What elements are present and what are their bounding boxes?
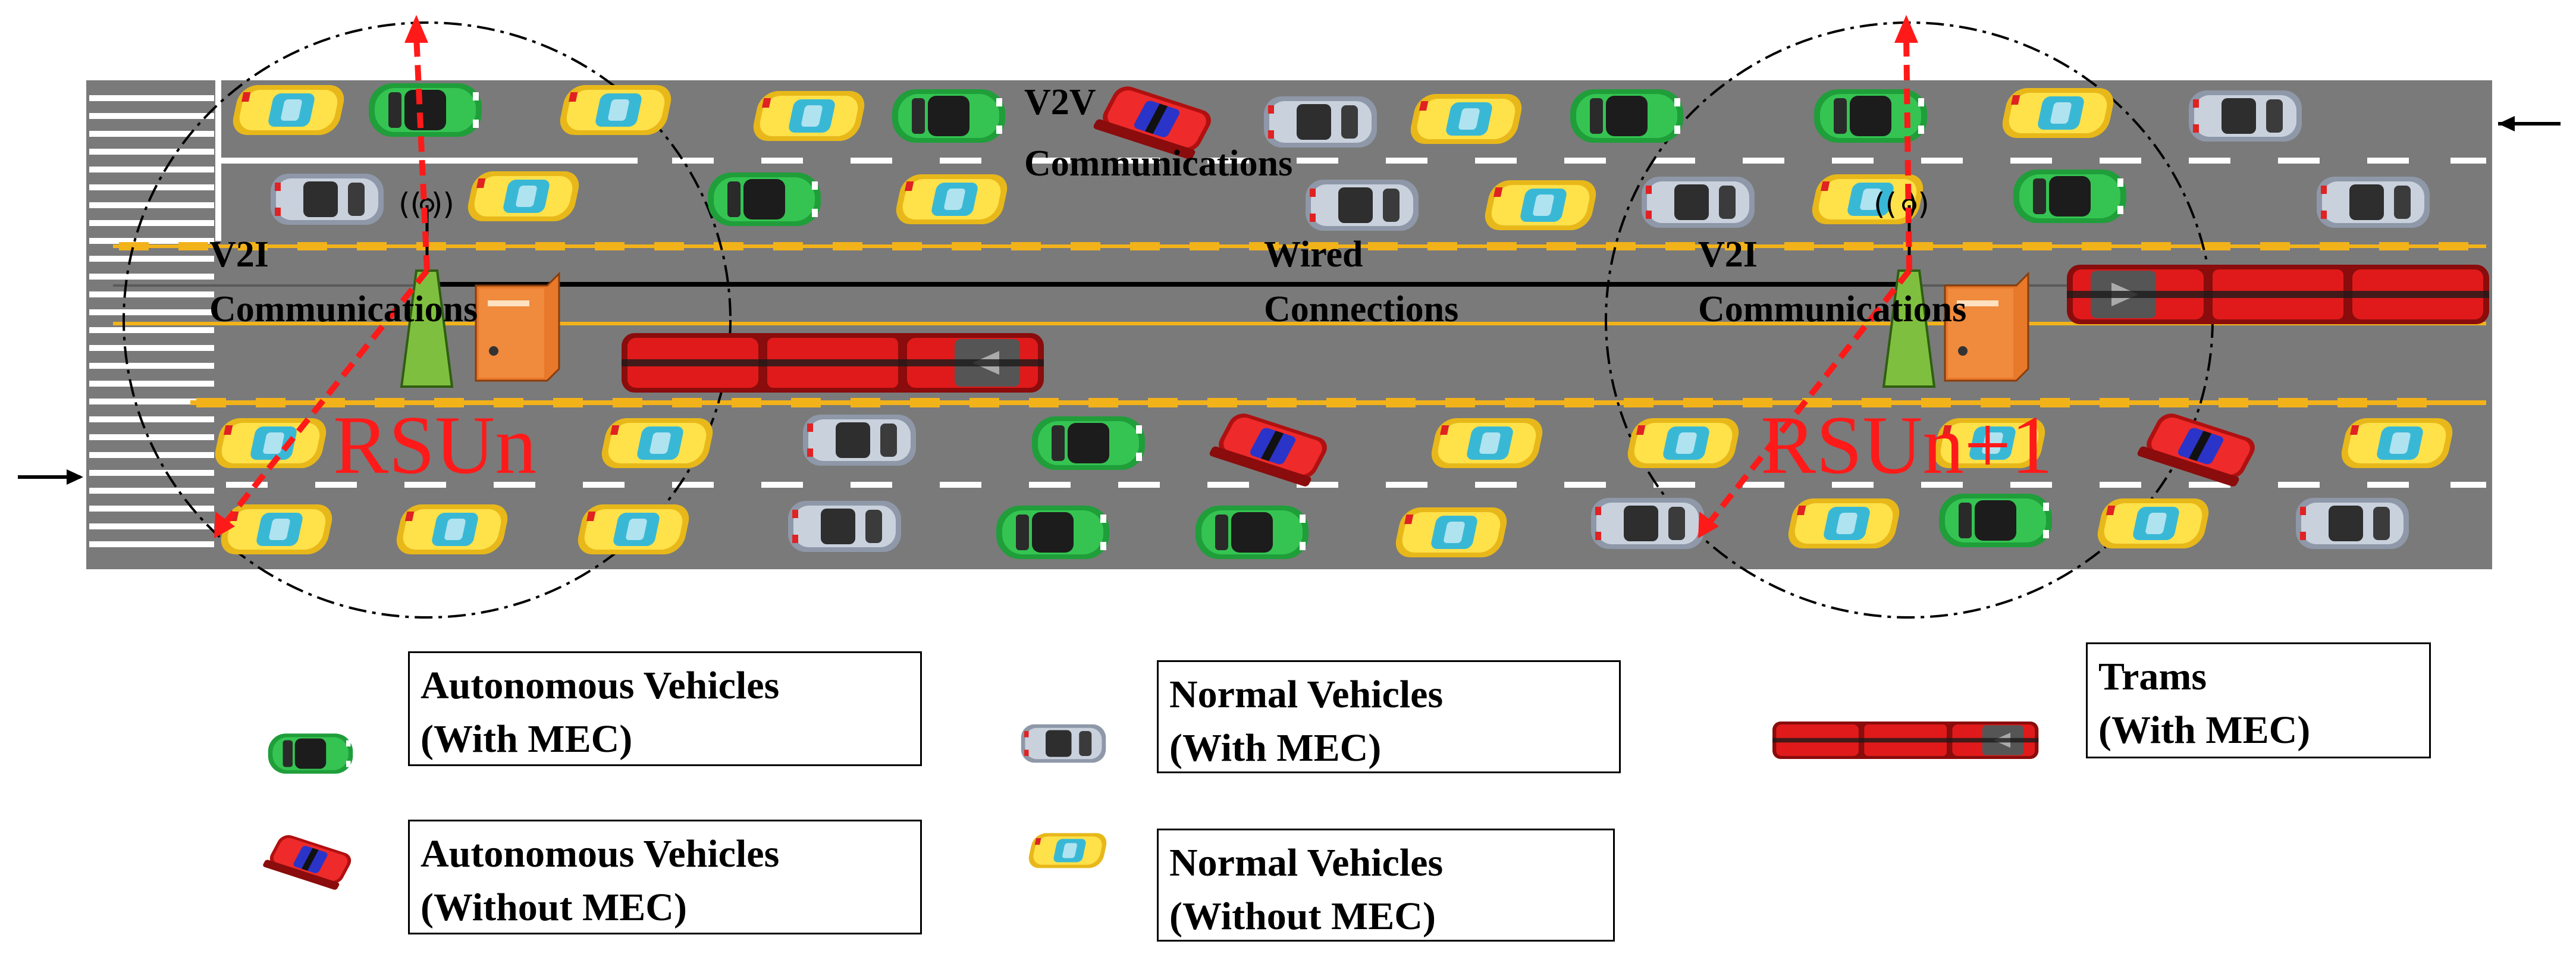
rsu-left-server-icon (475, 271, 560, 382)
v2i-left-label: V2I (209, 234, 269, 275)
legend-trams: Trams (With MEC) (2086, 642, 2431, 758)
v2v-label: V2V (1024, 82, 1096, 123)
stop-line (215, 80, 221, 241)
legend-normal-no-mec: Normal Vehicles (Without MEC) (1157, 829, 1615, 942)
legend-normal-no-mec-line2: (Without MEC) (1169, 895, 1436, 938)
wireless-links (218, 35, 1912, 532)
yellow-car-icon (1026, 833, 1109, 868)
legend-normal-no-mec-line1: Normal Vehicles (1169, 841, 1444, 884)
v2i-left-label-2: Communications (209, 289, 478, 330)
legend-normal-mec-line2: (With MEC) (1169, 726, 1382, 770)
green-car-icon (268, 733, 353, 774)
rsu-right-server-icon (1944, 271, 2029, 382)
legend-trams-line1: Trams (2098, 655, 2207, 698)
lane-markings-white (226, 158, 2486, 488)
rsu-left-label: RSUn (333, 399, 536, 491)
svg-text:(( )): (( )) (1874, 187, 1929, 221)
crosswalk (89, 95, 214, 547)
gray-car-icon (1021, 724, 1106, 763)
rsu-right-label: RSUn+1 (1761, 399, 2053, 491)
v2i-right-label: V2I (1698, 234, 1758, 275)
wired-label: Wired (1264, 234, 1363, 275)
v2v-label-2: Communications (1024, 143, 1292, 184)
red-car-icon (262, 832, 355, 890)
legend-normal-mec-line1: Normal Vehicles (1169, 673, 1444, 716)
direction-arrows (18, 116, 2561, 485)
rsu-left-coverage (123, 21, 732, 619)
tram-icon (1772, 722, 2038, 759)
v2i-right-label-2: Communications (1698, 289, 1966, 330)
legend-autonomous-no-mec-line1: Autonomous Vehicles (421, 832, 780, 876)
legend-trams-line2: (With MEC) (2098, 708, 2311, 752)
legend-normal-mec: Normal Vehicles (With MEC) (1157, 660, 1621, 773)
legend-autonomous-mec-line2: (With MEC) (421, 717, 633, 761)
legend-autonomous-mec-line1: Autonomous Vehicles (421, 664, 780, 707)
legend-autonomous-no-mec: Autonomous Vehicles (Without MEC) (408, 820, 922, 934)
legend-autonomous-mec: Autonomous Vehicles (With MEC) (408, 651, 922, 766)
wired-label-2: Connections (1264, 289, 1458, 330)
legend-autonomous-no-mec-line2: (Without MEC) (421, 886, 687, 929)
